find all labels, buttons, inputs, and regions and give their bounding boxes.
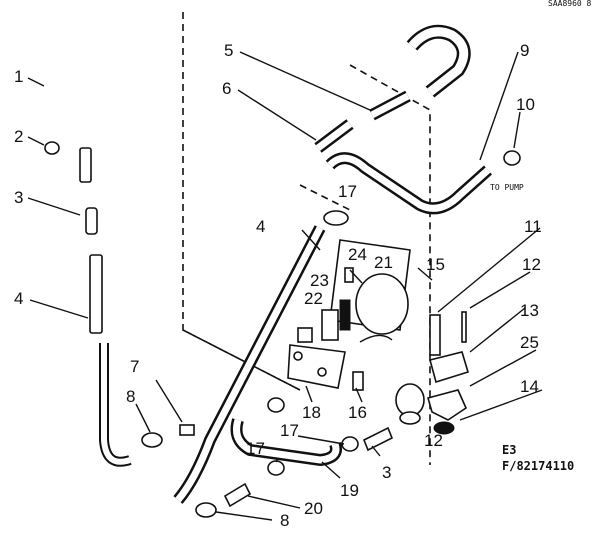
- callout-23: 23: [310, 271, 329, 290]
- callout-17c: 17: [280, 421, 299, 440]
- callout-6: 6: [222, 79, 231, 98]
- valve-assembly: [287, 239, 411, 391]
- clamp-part-17c: [341, 436, 359, 452]
- callout-16: 16: [348, 403, 367, 422]
- callout-21: 21: [374, 253, 393, 272]
- callout-3b: 3: [382, 463, 391, 482]
- lower-hoses: [179, 397, 394, 518]
- cabinet-outline: [182, 12, 431, 465]
- leader-lines: [27, 51, 543, 521]
- fitting-7: [179, 424, 195, 436]
- callout-1: 1: [14, 67, 23, 86]
- right-components: [395, 311, 469, 435]
- callout-14: 14: [520, 377, 539, 396]
- callout-19: 19: [340, 481, 359, 500]
- clamp-part-10: [503, 150, 521, 166]
- callout-8a: 8: [126, 387, 135, 406]
- callout-2: 2: [14, 127, 23, 146]
- callout-13: 13: [520, 301, 539, 320]
- callout-3: 3: [14, 188, 23, 207]
- callout-labels: 1 2 3 4 5 6 4 17 9 10 24 21 23 15 11 12 …: [14, 41, 542, 530]
- callout-9: 9: [520, 41, 529, 60]
- corner-mark: SAA8960 8: [548, 0, 592, 8]
- clamp-part-17b: [267, 397, 285, 413]
- part-25: [427, 389, 468, 421]
- callout-20: 20: [304, 499, 323, 518]
- callout-5: 5: [224, 41, 233, 60]
- clamp-part-8b: [195, 502, 217, 518]
- callout-15: 15: [426, 255, 445, 274]
- clamp-part-2: [44, 141, 60, 155]
- callout-10: 10: [516, 95, 535, 114]
- clamp-part-8a: [141, 432, 163, 448]
- callout-4: 4: [14, 289, 23, 308]
- clamp-part-17a: [323, 210, 349, 226]
- model-code-line1: E3: [502, 443, 516, 457]
- callout-12: 12: [522, 255, 541, 274]
- screw-12: [461, 311, 467, 343]
- callout-4b: 4: [256, 217, 265, 236]
- part-13: [429, 351, 469, 384]
- callout-24: 24: [348, 245, 367, 264]
- hoses-5-6: [314, 90, 411, 153]
- part-14: [433, 421, 455, 435]
- callout-25: 25: [520, 333, 539, 352]
- clamp-part-17d: [399, 411, 421, 425]
- callout-7: 7: [130, 357, 139, 376]
- callout-17b: 17: [246, 439, 265, 458]
- fitting-20: [223, 482, 252, 508]
- callout-18: 18: [302, 403, 321, 422]
- coupling-part: [79, 147, 92, 183]
- to-pump-label: TO PUMP: [490, 183, 524, 192]
- callout-8b: 8: [280, 511, 289, 530]
- fitting-3b: [362, 426, 394, 452]
- long-hose-4: [173, 210, 349, 504]
- left-hose-assembly: [42, 75, 163, 467]
- pump-hose-9: [325, 150, 521, 215]
- connector-part-3: [85, 207, 98, 235]
- model-code-line2: F/82174110: [502, 459, 574, 473]
- hose-section-4: [89, 254, 103, 334]
- clamp-part-17e: [267, 460, 285, 476]
- callout-11: 11: [524, 217, 542, 236]
- part-11: [429, 314, 441, 356]
- callout-22: 22: [304, 289, 323, 308]
- callout-12b: 12: [424, 431, 443, 450]
- top-hose: [406, 24, 471, 98]
- callout-17a: 17: [338, 182, 357, 201]
- annotations: TO PUMP E3 F/82174110 SAA8960 8: [490, 0, 592, 473]
